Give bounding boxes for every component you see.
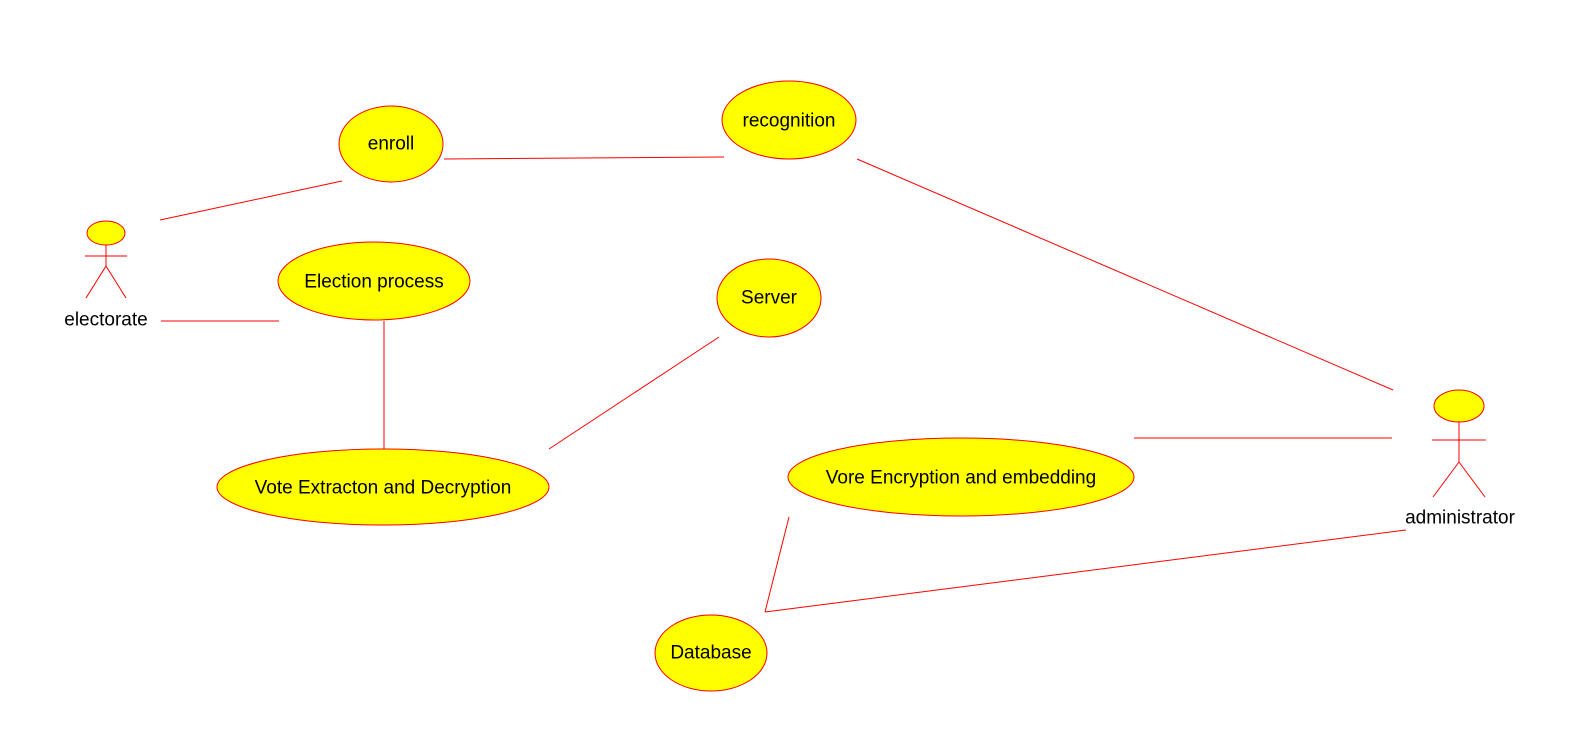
associations bbox=[159, 156, 1407, 613]
usecase-election-process-ellipse bbox=[277, 241, 471, 321]
actor-electorate[interactable]: electorate bbox=[64, 220, 148, 331]
usecase-database-label: Database bbox=[670, 643, 751, 664]
association-enroll-recognition bbox=[443, 156, 725, 160]
actor-electorate-left-leg bbox=[85, 265, 107, 299]
association-database-administrator bbox=[764, 529, 1407, 613]
usecase-vote-encryption-ellipse bbox=[787, 437, 1135, 517]
actor-administrator-right-leg bbox=[1458, 461, 1486, 498]
usecase-database-ellipse bbox=[654, 614, 768, 692]
actor-administrator-head bbox=[1433, 389, 1485, 423]
usecase-vote-extraction-and-decryption[interactable]: Vote Extracton and Decryption bbox=[216, 448, 550, 526]
usecase-enroll[interactable]: enroll bbox=[338, 105, 444, 183]
usecase-server-label: Server bbox=[741, 288, 798, 309]
actor-administrator[interactable]: administrator bbox=[1405, 389, 1516, 529]
association-vote-encryption-database bbox=[764, 516, 790, 613]
usecase-vote-encryption-and-embedding[interactable]: Vore Encryption and embedding bbox=[787, 437, 1135, 517]
usecase-vote-extraction-label: Vote Extracton and Decryption bbox=[255, 478, 512, 499]
actor-administrator-label: administrator bbox=[1405, 508, 1515, 529]
usecase-election-process[interactable]: Election process bbox=[277, 241, 471, 321]
actor-electorate-head bbox=[86, 220, 126, 246]
usecase-vote-extraction-ellipse bbox=[216, 448, 550, 526]
usecase-recognition-label: recognition bbox=[743, 111, 836, 132]
usecase-enroll-ellipse bbox=[338, 105, 444, 183]
association-electorate-enroll bbox=[159, 180, 343, 221]
actor-administrator-left-leg bbox=[1432, 461, 1460, 498]
association-vote-extraction-server bbox=[548, 336, 720, 450]
usecase-recognition-ellipse bbox=[721, 80, 857, 160]
actor-electorate-right-leg bbox=[105, 265, 127, 299]
association-recognition-administrator bbox=[856, 158, 1394, 391]
usecase-server[interactable]: Server bbox=[716, 258, 822, 338]
usecase-vote-encryption-label: Vore Encryption and embedding bbox=[826, 468, 1096, 489]
usecase-election-process-label: Election process bbox=[304, 272, 443, 293]
actor-electorate-label: electorate bbox=[64, 310, 147, 331]
usecase-enroll-label: enroll bbox=[368, 134, 414, 155]
usecase-database[interactable]: Database bbox=[654, 614, 768, 692]
usecase-server-ellipse bbox=[716, 258, 822, 338]
usecase-recognition[interactable]: recognition bbox=[721, 80, 857, 160]
